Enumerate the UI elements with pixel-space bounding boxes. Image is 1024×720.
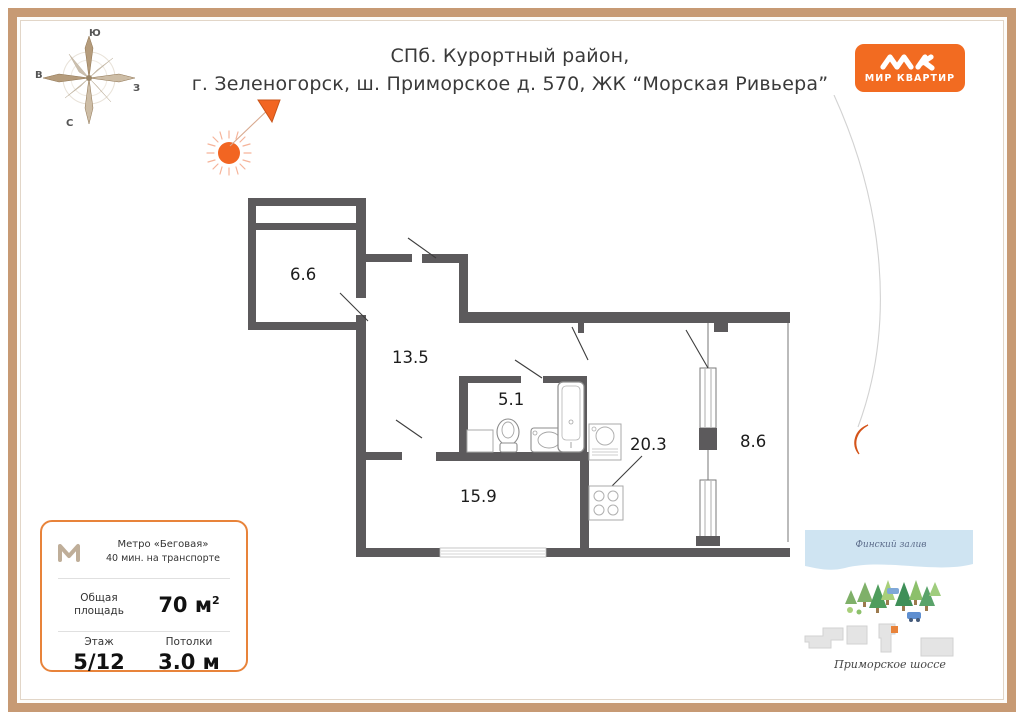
floor-ceiling-row: Этаж 5/12 Потолки 3.0 м [54,636,234,682]
door-leader-lines [339,237,709,491]
kitchen-sink-icon [588,423,622,461]
kitchen-fixtures [588,423,624,521]
metro-logo-icon [58,544,80,562]
balcony-glass-walls [707,320,789,542]
compass-label-left: В [35,70,43,81]
total-area-number: 70 м [158,593,213,617]
metro-time: 40 мин. на транспорте [105,553,220,564]
compass-label-bottom: С [66,118,74,129]
room-area-loggia: 6.6 [290,265,317,284]
stove-icon [588,485,624,521]
compass-icon [42,35,136,125]
room-area-bathroom: 5.1 [498,390,525,409]
room-area-living-room: 15.9 [460,487,497,506]
walls [248,198,790,557]
sunrise-arrow-icon [229,99,281,147]
title-line-2: г. Зеленогорск, ш. Приморское д. 570, ЖК… [191,73,829,95]
compass-rose: Ю В З С [35,28,145,133]
minimap-sea-label: Финский залив [855,540,927,550]
title-line-1: СПб. Курортный район, [390,45,630,67]
bathtub-icon [557,381,585,453]
toilet-icon [496,418,520,453]
minimap-drawing [804,530,973,657]
total-area-caption: Общая площадь [54,592,144,618]
room-area-kitchen: 20.3 [630,435,667,454]
mk-chevrons-icon [880,54,935,71]
ceiling-col: Потолки 3.0 м [144,636,234,682]
ceiling-caption: Потолки [165,636,213,648]
sea-shape [805,530,973,570]
total-area-unit: 2 [212,594,220,607]
washbasin-icon [530,427,564,453]
brand-name: МИР КВАРТИР [864,73,956,84]
balcony-window-panes [696,367,720,546]
bottom-window [439,547,547,558]
metro-row: Метро «Беговая» 40 мин. на транспорте [54,530,234,574]
room-area-hall: 13.5 [392,348,429,367]
sun-trajectory-arc [833,95,881,428]
compass-label-top: Ю [89,28,101,39]
cabinet-icon [466,429,494,453]
sun-icon [206,130,252,176]
metro-station: Метро «Беговая» [117,539,209,550]
card-divider-1 [58,578,230,579]
total-area-row: Общая площадь 70 м2 [54,583,234,627]
brand-logo[interactable]: МИР КВАРТИР [855,44,965,92]
location-minimap: Финский залив Приморское шоссе [795,522,983,677]
loggia-window [256,206,356,223]
total-area-value: 70 м2 [144,593,234,617]
highlight-marker [891,626,898,633]
total-area-caption-line2: площадь [74,605,124,617]
room-area-balcony: 8.6 [740,432,767,451]
floor-value: 5/12 [73,650,125,674]
floor-plan-drawing [248,198,790,558]
car-icon [907,612,921,622]
bathroom-fixtures [466,381,585,453]
building-icon [804,623,954,657]
car-icon-2 [887,588,899,594]
metro-text: Метро «Беговая» 40 мин. на транспорте [92,538,234,566]
crescent-moon-icon [854,424,869,455]
forest-group [845,580,941,615]
floor-plan: 6.6 13.5 5.1 15.9 20.3 8.6 [240,190,810,565]
card-divider-2 [58,631,230,632]
ceiling-value: 3.0 м [158,650,220,674]
total-area-caption-line1: Общая [80,592,118,604]
floor-caption: Этаж [84,636,114,648]
floor-col: Этаж 5/12 [54,636,144,682]
minimap-road-label: Приморское шоссе [834,658,946,671]
page-title: СПб. Курортный район, г. Зеленогорск, ш.… [180,42,840,98]
compass-label-right: З [133,83,141,94]
property-info-card: Метро «Беговая» 40 мин. на транспорте Об… [40,520,248,674]
